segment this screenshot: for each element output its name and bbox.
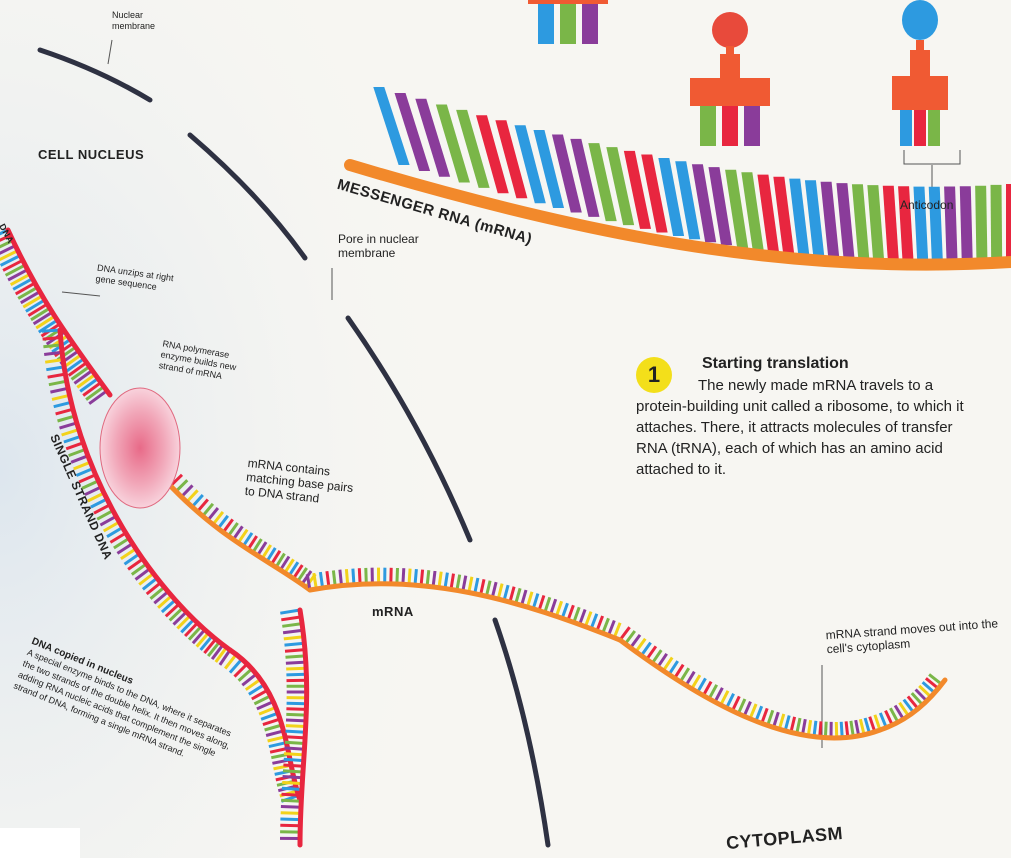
- pore-label: Pore in nuclear membrane: [338, 232, 438, 260]
- base-pair-tick: [286, 720, 306, 721]
- step-body: The newly made mRNA travels to a protein…: [636, 375, 976, 480]
- base-pair-tick: [286, 674, 306, 675]
- trna-body: [528, 0, 608, 4]
- codon-base: [883, 186, 899, 264]
- base-pair-tick: [42, 330, 60, 331]
- anticodon-base: [914, 110, 926, 146]
- base-pair-tick: [283, 771, 303, 772]
- nuclear-membrane-label: Nuclear membrane: [112, 10, 172, 32]
- base-pair-tick: [286, 668, 306, 669]
- base-pair-tick: [287, 703, 307, 704]
- anticodon-base: [744, 106, 760, 146]
- base-pair-tick: [280, 819, 300, 820]
- rna-polymerase: [100, 388, 180, 508]
- trna-molecule: [690, 12, 770, 146]
- anticodon-base: [582, 4, 598, 44]
- anticodon-base: [928, 110, 940, 146]
- base-pair-tick: [283, 777, 303, 778]
- codon-base: [960, 186, 973, 264]
- base-pair-tick: [281, 800, 301, 801]
- base-pair-tick: [283, 765, 303, 766]
- step-title: Starting translation: [702, 355, 849, 373]
- anticodon-base: [722, 106, 738, 146]
- trna-stem: [726, 46, 734, 54]
- trna-stem: [910, 50, 930, 76]
- base-pair-tick: [280, 825, 300, 826]
- base-pair-tick: [286, 726, 306, 727]
- amino-acid: [902, 0, 938, 40]
- base-pair-tick: [286, 731, 306, 732]
- trna-body: [690, 78, 770, 106]
- base-pair-tick: [281, 813, 301, 814]
- mrna-label: mRNA: [372, 605, 414, 619]
- base-pair-tick: [43, 338, 61, 340]
- base-pair-tick: [282, 782, 302, 783]
- codon-base: [821, 182, 840, 260]
- base-pair-tick: [285, 748, 305, 749]
- base-pair-tick: [286, 656, 306, 657]
- amino-acid: [712, 12, 748, 48]
- base-pair-tick: [284, 759, 304, 760]
- base-pair-tick: [284, 754, 304, 755]
- anticodon-label: Anticodon: [900, 198, 953, 212]
- page-corner: [0, 828, 80, 858]
- base-pair-tick: [281, 807, 301, 808]
- anticodon-base: [900, 110, 912, 146]
- codon-base: [1006, 184, 1011, 262]
- codon-base: [867, 185, 884, 263]
- codon-base: [975, 186, 987, 264]
- trna-molecule-anticodon: [892, 0, 948, 146]
- base-pair-tick: [285, 643, 305, 645]
- base-pair-tick: [284, 637, 304, 639]
- anticodon-bracket: [904, 150, 960, 164]
- trna-partial: [528, 0, 608, 44]
- anticodon-base: [700, 106, 716, 146]
- base-pair-tick: [568, 605, 573, 620]
- base-pair-tick: [285, 737, 305, 738]
- codon-base: [852, 184, 870, 262]
- base-pair-tick: [285, 742, 305, 743]
- trna-stem: [720, 54, 740, 78]
- nucleus-shading: [0, 0, 560, 858]
- codon-base: [991, 185, 1003, 263]
- base-pair-tick: [43, 345, 61, 347]
- base-pair-tick: [285, 650, 305, 652]
- base-pair-tick: [286, 714, 306, 715]
- base-pair-tick: [562, 603, 567, 618]
- cell-nucleus-label: CELL NUCLEUS: [38, 148, 144, 162]
- trna-molecules: [528, 0, 948, 146]
- trna-stem: [916, 40, 924, 50]
- base-pair-tick: [282, 788, 302, 789]
- base-pair-tick: [282, 794, 302, 795]
- codon-base: [836, 183, 854, 261]
- base-pair-tick: [286, 709, 306, 710]
- anticodon-base: [538, 4, 554, 44]
- trna-body: [892, 76, 948, 110]
- base-pair-tick: [286, 662, 306, 663]
- anticodon-base: [560, 4, 576, 44]
